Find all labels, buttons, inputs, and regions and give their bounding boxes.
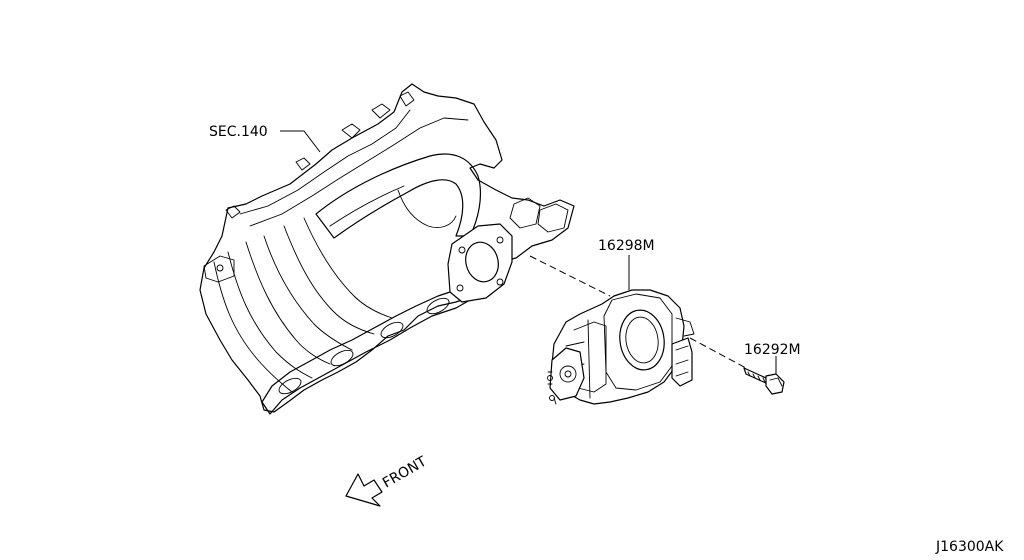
throttle-body xyxy=(547,289,695,405)
bolt-part-number: 16292M xyxy=(744,342,801,358)
diagram-id: J16300AK xyxy=(935,539,1004,555)
assembly-line-bolt xyxy=(689,337,747,369)
section-ref-label: SEC.140 xyxy=(209,124,268,140)
front-label: FRONT xyxy=(380,453,430,491)
intake-manifold xyxy=(199,83,575,415)
leader-sec140 xyxy=(280,130,321,153)
assembly-line-throttle xyxy=(529,255,611,297)
bolt xyxy=(743,367,785,395)
front-arrow-icon xyxy=(345,473,383,507)
throttle-body-part-number: 16298M xyxy=(598,238,655,254)
